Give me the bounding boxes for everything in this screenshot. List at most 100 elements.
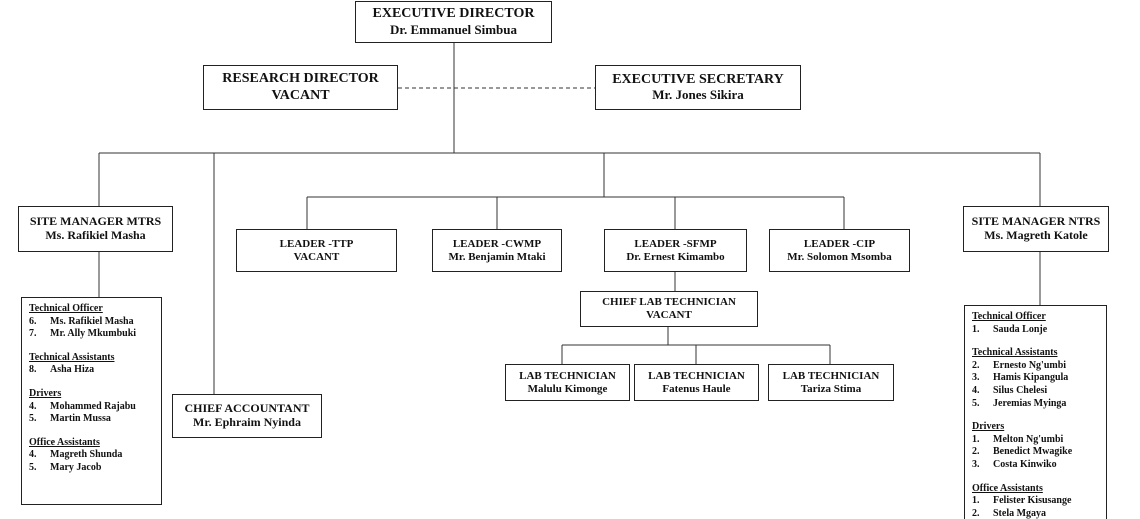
staff-name: Sauda Lonje [993, 323, 1048, 335]
staff-name: Stela Mgaya [993, 507, 1047, 519]
leader-box-cip: LEADER -CIP Mr. Solomon Msomba [769, 229, 910, 272]
staff-group: Drivers 1.Melton Ng'umbi 2.Benedict Mwag… [972, 421, 1100, 471]
staff-group-title: Technical Assistants [29, 351, 115, 363]
chief-lab-technician-box: CHIEF LAB TECHNICIAN VACANT [580, 291, 758, 327]
staff-row: 5. Jeremias Myinga [972, 398, 1100, 411]
staff-number: 2. [972, 446, 980, 458]
staff-group-title: Drivers [972, 421, 1005, 433]
staff-row: 3. Costa Kinwiko [972, 459, 1100, 472]
staff-group-title: Office Assistants [29, 436, 100, 448]
staff-name: Jeremias Myinga [993, 397, 1067, 409]
site-manager-ntrs-box: SITE MANAGER NTRS Ms. Magreth Katole [963, 206, 1109, 252]
lab-technician-box: LAB TECHNICIAN Fatenus Haule [634, 364, 759, 401]
research-director-name: VACANT [271, 87, 330, 103]
leader-name: VACANT [293, 250, 340, 263]
staff-row: 8. Asha Hiza [29, 364, 155, 377]
leader-name: Mr. Benjamin Mtaki [448, 250, 546, 263]
staff-name: Felister Kisusange [993, 495, 1072, 507]
lab-technician-box: LAB TECHNICIAN Tariza Stima [768, 364, 894, 401]
executive-director-box: EXECUTIVE DIRECTOR Dr. Emmanuel Simbua [355, 1, 552, 43]
staff-number: 6. [29, 315, 37, 327]
staff-number: 2. [972, 359, 980, 371]
staff-name: Mohammed Rajabu [50, 400, 136, 412]
leader-name: Mr. Solomon Msomba [787, 250, 892, 263]
executive-director-name: Dr. Emmanuel Simbua [389, 21, 518, 37]
staff-group: Office Assistants 4. Magreth Shunda 5.Mar… [29, 437, 155, 475]
staff-name: Asha Hiza [50, 364, 95, 376]
leader-title: LEADER -CIP [803, 237, 876, 250]
staff-group: Technical Officer 6. Ms. Rafikiel Masha 7… [29, 303, 155, 341]
leader-box-cwmp: LEADER -CWMP Mr. Benjamin Mtaki [432, 229, 562, 272]
staff-name: Ms. Rafikiel Masha [50, 315, 134, 327]
staff-row: 1. Sauda Lonje [972, 324, 1100, 337]
lab-technician-title: LAB TECHNICIAN [519, 369, 616, 382]
leader-title: LEADER -SFMP [634, 237, 717, 250]
site-manager-ntrs-title: SITE MANAGER NTRS [971, 214, 1101, 229]
staff-row: 7.Mr. Ally Mkumbuki [29, 328, 155, 341]
staff-number: 4. [29, 400, 37, 412]
staff-name: Silus Chelesi [993, 384, 1048, 396]
site-manager-mtrs-box: SITE MANAGER MTRS Ms. Rafikiel Masha [18, 206, 173, 252]
staff-group-title: Office Assistants [972, 482, 1043, 494]
staff-name: Hamis Kipangula [993, 372, 1069, 384]
executive-secretary-name: Mr. Jones Sikira [652, 87, 744, 103]
staff-group-title: Technical Assistants [972, 347, 1058, 359]
staff-row: 5.Martin Mussa [29, 413, 155, 426]
staff-number: 3. [972, 372, 980, 384]
lab-technician-title: LAB TECHNICIAN [648, 369, 745, 382]
staff-row: 3. Hamis Kipangula [972, 372, 1100, 385]
staff-number: 4. [29, 449, 37, 461]
staff-number: 4. [972, 384, 980, 396]
chief-accountant-name: Mr. Ephraim Nyinda [193, 415, 301, 429]
staff-name: Costa Kinwiko [993, 458, 1057, 470]
executive-secretary-title: EXECUTIVE SECRETARY [612, 71, 784, 87]
staff-number: 1. [972, 433, 980, 445]
staff-name: Mr. Ally Mkumbuki [50, 328, 137, 340]
leader-box-sfmp: LEADER -SFMP Dr. Ernest Kimambo [604, 229, 747, 272]
staff-number: 8. [29, 364, 37, 376]
lab-technician-title: LAB TECHNICIAN [782, 369, 880, 382]
executive-director-title: EXECUTIVE DIRECTOR [372, 6, 535, 22]
staff-group: Technical Assistants 2.Ernesto Ng'umbi 3… [972, 347, 1100, 410]
staff-number: 2. [972, 507, 980, 519]
leader-box-ttp: LEADER -TTP VACANT [236, 229, 397, 272]
staff-number: 1. [972, 323, 980, 335]
staff-row: 5.Mary Jacob [29, 462, 155, 475]
lab-technician-name: Tariza Stima [800, 382, 862, 395]
staff-number: 5. [29, 413, 37, 425]
ntrs-staff-panel: Technical Officer 1. Sauda Lonje Technica… [964, 305, 1107, 519]
staff-number: 3. [972, 458, 980, 470]
lab-technician-box: LAB TECHNICIAN Malulu Kimonge [505, 364, 630, 401]
lab-technician-name: Fatenus Haule [662, 382, 731, 395]
staff-row: 4. Silus Chelesi [972, 385, 1100, 398]
staff-group: Technical Officer 1. Sauda Lonje [972, 311, 1100, 336]
staff-group: Drivers 4.Mohammed Rajabu 5.Martin Mussa [29, 388, 155, 426]
staff-row: 1. Melton Ng'umbi [972, 434, 1100, 447]
staff-name: Melton Ng'umbi [993, 433, 1064, 445]
staff-group: Office Assistants 1. Felister Kisusange 2… [972, 483, 1100, 519]
leader-name: Dr. Ernest Kimambo [626, 250, 725, 263]
research-director-title: RESEARCH DIRECTOR [222, 71, 379, 87]
chief-accountant-box: CHIEF ACCOUNTANT Mr. Ephraim Nyinda [172, 394, 322, 438]
staff-number: 5. [972, 397, 980, 409]
site-manager-ntrs-name: Ms. Magreth Katole [984, 228, 1088, 242]
staff-row: 6. Ms. Rafikiel Masha [29, 316, 155, 329]
staff-row: 1. Felister Kisusange [972, 495, 1100, 508]
staff-group-title: Technical Officer [29, 303, 103, 314]
staff-number: 1. [972, 495, 980, 507]
research-director-box: RESEARCH DIRECTOR VACANT [203, 65, 398, 110]
staff-name: Mary Jacob [50, 461, 102, 473]
staff-group: Technical Assistants 8. Asha Hiza [29, 352, 155, 377]
staff-group-title: Technical Officer [972, 311, 1046, 322]
staff-name: Magreth Shunda [50, 449, 123, 461]
leader-title: LEADER -CWMP [452, 237, 542, 250]
site-manager-mtrs-name: Ms. Rafikiel Masha [45, 228, 146, 242]
site-manager-mtrs-title: SITE MANAGER MTRS [29, 214, 162, 229]
staff-row: 2. Stela Mgaya [972, 508, 1100, 519]
executive-secretary-box: EXECUTIVE SECRETARY Mr. Jones Sikira [595, 65, 801, 110]
leader-title: LEADER -TTP [279, 237, 354, 250]
staff-row: 4. Mohammed Rajabu [29, 401, 155, 414]
staff-row: 4. Magreth Shunda [29, 449, 155, 462]
